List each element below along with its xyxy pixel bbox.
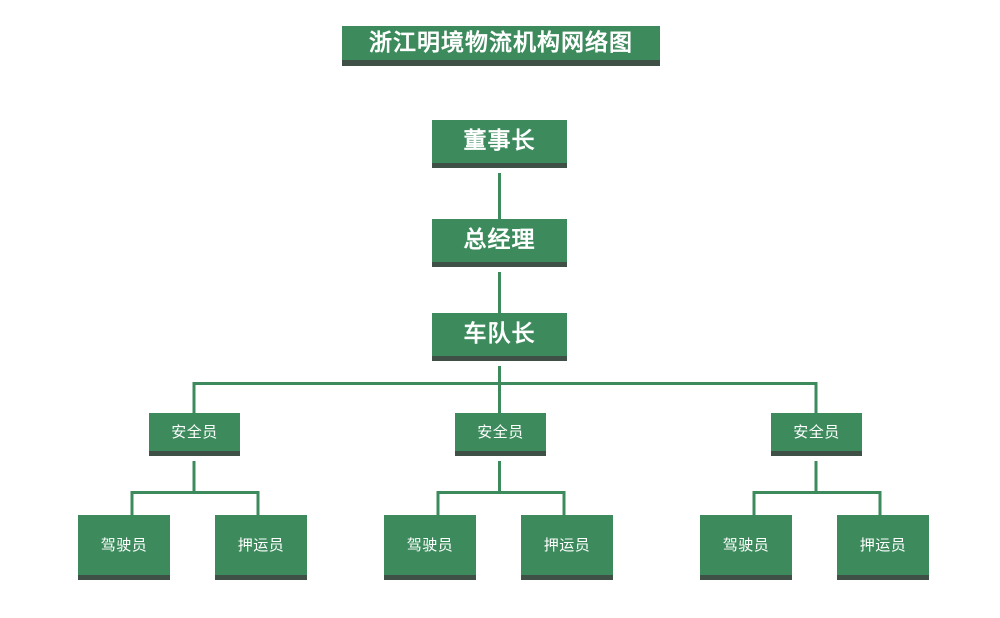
- node-safety-officer-2-label: 安全员: [477, 422, 524, 441]
- node-chairman[interactable]: 董事长: [432, 120, 567, 168]
- node-escort-2[interactable]: 押运员: [521, 515, 613, 580]
- node-driver-3[interactable]: 驾驶员: [700, 515, 792, 580]
- node-escort-3-label: 押运员: [859, 535, 907, 554]
- node-general-manager-label: 总经理: [463, 227, 536, 253]
- node-safety-officer-1-label: 安全员: [171, 422, 218, 441]
- node-driver-2[interactable]: 驾驶员: [384, 515, 476, 580]
- node-driver-1-label: 驾驶员: [100, 535, 148, 554]
- node-driver-2-label: 驾驶员: [406, 535, 454, 554]
- node-general-manager[interactable]: 总经理: [432, 219, 567, 267]
- node-fleet-captain-label: 车队长: [463, 321, 536, 347]
- node-safety-officer-1[interactable]: 安全员: [149, 413, 240, 456]
- node-escort-1[interactable]: 押运员: [215, 515, 307, 580]
- node-escort-1-label: 押运员: [237, 535, 285, 554]
- chart-title-text: 浙江明境物流机构网络图: [369, 29, 633, 56]
- node-safety-officer-2[interactable]: 安全员: [455, 413, 546, 456]
- node-fleet-captain[interactable]: 车队长: [432, 313, 567, 361]
- node-safety-officer-3[interactable]: 安全员: [771, 413, 862, 456]
- chart-title-banner: 浙江明境物流机构网络图: [342, 26, 660, 66]
- node-escort-2-label: 押运员: [543, 535, 591, 554]
- node-safety-officer-3-label: 安全员: [793, 422, 840, 441]
- node-escort-3[interactable]: 押运员: [837, 515, 929, 580]
- node-driver-1[interactable]: 驾驶员: [78, 515, 170, 580]
- node-chairman-label: 董事长: [463, 128, 536, 154]
- node-driver-3-label: 驾驶员: [722, 535, 770, 554]
